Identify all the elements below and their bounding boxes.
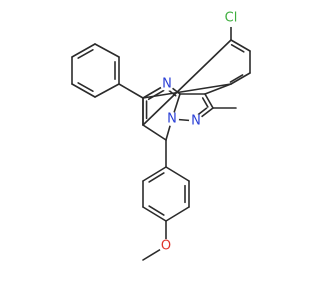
oxygen-atom: O: [159, 239, 173, 254]
aromatic-bond: [71, 83, 96, 98]
aryl-link-bond: [204, 83, 232, 95]
aromatic-bond-inner: [148, 205, 165, 216]
ring-bond-inner: [147, 89, 165, 101]
chlorine-atom: Cl: [222, 9, 240, 27]
aromatic-bond: [230, 39, 251, 52]
aromatic-bond: [94, 43, 120, 58]
atom-label-background: [189, 114, 203, 128]
ring-bond-inner: [201, 97, 209, 108]
nitrogen-atom-n4: N: [160, 77, 174, 92]
aromatic-bond-inner: [230, 44, 245, 53]
aromatic-bond: [165, 166, 190, 182]
atom-symbol: N: [167, 112, 177, 127]
atom-label-background: [165, 112, 179, 126]
atom-label-background: [160, 77, 174, 91]
nitrogen-atom-n1: N: [165, 112, 179, 127]
aromatic-bond-inner: [77, 48, 94, 59]
nitrogen-atom-n2: N: [189, 114, 203, 129]
ring-bond: [142, 124, 167, 141]
aromatic-bond: [142, 83, 232, 99]
aromatic-bond: [94, 83, 120, 98]
atom-symbol: N: [191, 114, 201, 129]
atom-symbol: Cl: [225, 11, 238, 26]
aromatic-bond: [71, 43, 96, 58]
ring-bond: [204, 93, 214, 109]
aromatic-bond-inner: [148, 172, 165, 183]
atom-label-background: [222, 9, 240, 27]
aromatic-bond: [142, 206, 167, 222]
atom-symbol: N: [162, 77, 172, 92]
aromatic-bond-inner: [229, 74, 244, 83]
atom-symbol: O: [161, 239, 171, 254]
aromatic-bond-inner: [77, 82, 94, 93]
atom-label-background: [159, 239, 173, 253]
aromatic-bond: [142, 39, 232, 126]
aromatic-bond: [142, 166, 167, 182]
aromatic-bond: [165, 206, 190, 222]
aromatic-bond: [230, 72, 251, 85]
aryl-link-bond: [118, 83, 144, 99]
